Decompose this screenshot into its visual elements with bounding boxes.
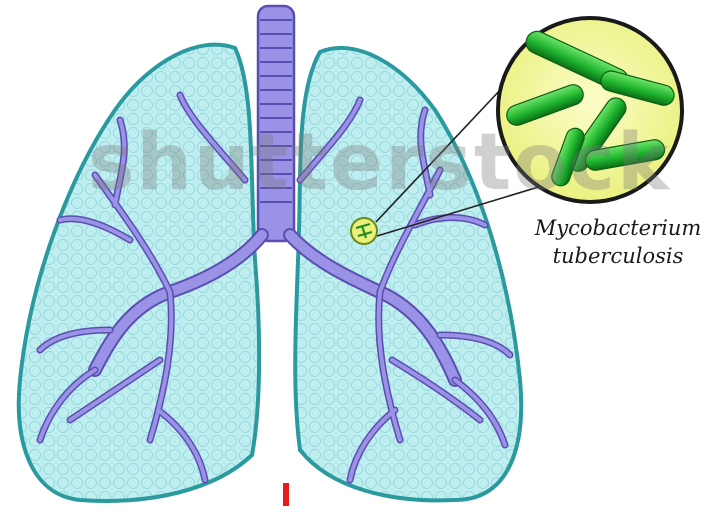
- organism-label-line1: Mycobacterium: [514, 214, 722, 242]
- organism-label-line2: tuberculosis: [514, 242, 722, 270]
- organism-label: Mycobacterium tuberculosis: [514, 214, 722, 270]
- trachea: [258, 6, 294, 241]
- red-marker: [283, 483, 289, 506]
- magnified-bacteria-view: [498, 18, 682, 202]
- infection-focus: [351, 218, 377, 244]
- right-lung: [295, 48, 521, 500]
